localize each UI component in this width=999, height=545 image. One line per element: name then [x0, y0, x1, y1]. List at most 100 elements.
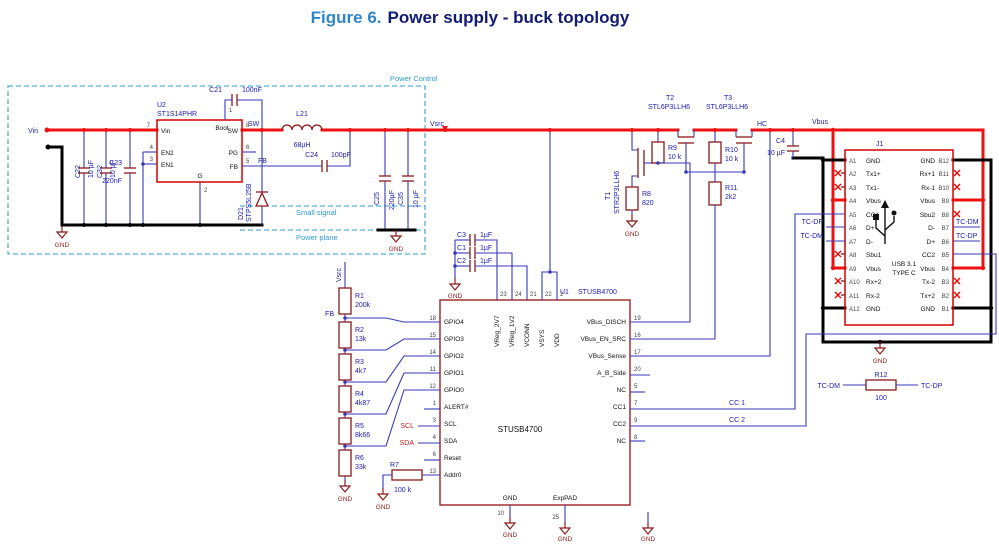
ref-r2: R2	[355, 327, 364, 334]
val-r12: 100	[875, 395, 887, 402]
u2-num-vin: 7	[147, 123, 151, 129]
j1-num: B5	[942, 253, 950, 259]
u2-regulator: U2 ST1S14PHR Vin EN2 EN1 Boot SW PG FB G…	[142, 102, 256, 225]
j1-num: A6	[849, 226, 857, 232]
val-c32: 10 µF	[110, 160, 117, 178]
val-c2: 1µF	[480, 258, 492, 265]
net-label-scl: SCL	[400, 423, 414, 430]
net-label-tcdm-a7: TC-DM	[800, 233, 823, 240]
cap-c4: C4 10 µF	[767, 128, 799, 158]
j1-pin: Rx-2	[866, 293, 880, 300]
usb-icon	[873, 200, 897, 244]
svg-text:GND: GND	[641, 536, 656, 543]
ground-rail	[45, 144, 993, 344]
cap-c23: C23 220nF	[102, 130, 136, 225]
val-r2: 13k	[355, 336, 367, 343]
ref-r5: R5	[355, 423, 364, 430]
region-power-control: Power Control Small signal Power plane	[7, 74, 438, 255]
j1-num: B10	[938, 186, 949, 192]
ref-r8: R8	[642, 191, 651, 198]
j1-pin: CC2	[922, 252, 935, 259]
u1-num: 10	[497, 511, 504, 517]
region-label-small-signal: Small signal	[296, 208, 337, 217]
x-mark	[834, 250, 842, 258]
u2-num-boot: 1	[229, 108, 233, 114]
j1-num: A8	[849, 253, 857, 259]
u1-pin: SCL	[444, 421, 457, 428]
u1-num: 4	[433, 435, 437, 441]
ref-u1: U1	[560, 289, 569, 296]
val-c24: 100pF	[331, 152, 351, 159]
u1-num: 19	[634, 316, 641, 322]
j1-num: A3	[849, 186, 857, 192]
net-label-tcdp-a6: TC-DP	[802, 219, 824, 226]
val-r8: 820	[642, 200, 654, 207]
gnd-symbol: GND	[448, 277, 463, 300]
u1-inner-label: STUSB4700	[498, 425, 543, 434]
net-label-fb-divider: FB	[325, 311, 334, 318]
u2-pin-en1: EN1	[161, 162, 174, 169]
gnd-symbol: GND	[641, 521, 656, 543]
power-rail	[44, 127, 985, 270]
u1-pin: GPIO4	[444, 319, 464, 326]
j1-pin: GND	[866, 158, 881, 165]
region-label-power-plane: Power plane	[296, 233, 338, 242]
j1-num: B3	[942, 280, 950, 286]
u1-pin: VReg_2V7	[494, 315, 501, 347]
cap-c22: C22 10 µF	[75, 130, 95, 225]
j1-pin: CC1	[866, 212, 879, 219]
x-mark	[834, 183, 842, 191]
gnd-symbol: GND	[625, 214, 640, 238]
ref-r9: R9	[668, 145, 677, 152]
j1-num: B9	[942, 199, 950, 205]
net-label-tcdm-r12: TC-DM	[817, 383, 840, 390]
ref-c21: C21	[209, 87, 222, 94]
u1-pin: VDD	[554, 333, 561, 347]
u1-num: 14	[429, 350, 436, 356]
j1-num: A11	[849, 294, 860, 300]
ref-c25: C25	[374, 192, 381, 205]
val-c25: 220µF	[389, 190, 396, 210]
u1-num: 13	[429, 469, 436, 475]
j1-pin: D-	[928, 225, 935, 232]
gnd-symbol: GND	[338, 479, 353, 503]
gnd-symbol: GND	[558, 521, 573, 543]
j1-pin: Rx+1	[920, 171, 936, 178]
net-label-fb-u2: FB	[258, 158, 267, 165]
val-c3: 1µF	[480, 232, 492, 239]
u2-pin-sw: SW	[228, 128, 239, 135]
u2-num-en1: 3	[150, 157, 154, 163]
svg-text:GND: GND	[55, 242, 70, 249]
j1-pin: D-	[866, 239, 873, 246]
u1-pin: Addr0	[444, 472, 462, 479]
u2-num-g: 2	[204, 188, 208, 194]
u1-num: 15	[429, 333, 436, 339]
cc-routes: CC 1 CC 2	[630, 213, 997, 427]
u1-num: 25	[552, 515, 559, 521]
u1-pin: VBus_Sense	[588, 353, 626, 360]
u2-pin-en2: EN2	[161, 150, 174, 157]
ref-r10: R10	[725, 147, 738, 154]
net-label-vbus: Vbus	[812, 119, 828, 126]
j1-num: A5	[849, 213, 857, 219]
net-label-vsrc: Vsrc	[430, 121, 445, 128]
j1-pin: Rx+2	[866, 279, 882, 286]
region-label-power-control: Power Control	[390, 74, 438, 83]
x-mark	[953, 210, 961, 218]
ref-c1: C1	[457, 245, 466, 252]
u2-num-pg: 6	[246, 145, 250, 151]
cap-c24: FB C24 100pF	[242, 130, 351, 172]
u1-num: 11	[430, 367, 437, 373]
u1-pin: GPIO0	[444, 387, 464, 394]
u1-pin: CC1	[613, 404, 626, 411]
j1-type-line2: TYPE C	[892, 270, 916, 277]
x-mark	[953, 277, 961, 285]
u1-pin: ExpPAD	[553, 495, 577, 502]
u1-num: 16	[634, 333, 641, 339]
u1-pin: VCONN	[524, 323, 531, 347]
j1-num: B12	[938, 159, 949, 165]
figure-number: Figure 6.	[310, 8, 382, 27]
j1-pin: GND	[921, 158, 936, 165]
